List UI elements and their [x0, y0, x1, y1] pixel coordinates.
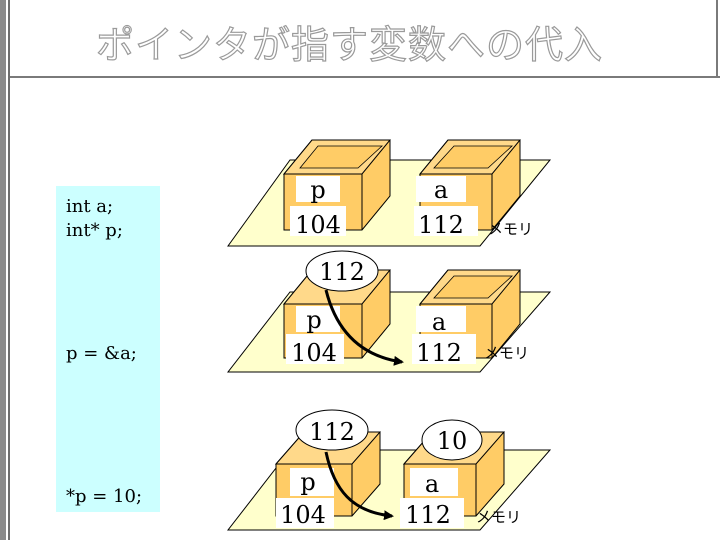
memory-label: メモリ — [484, 344, 529, 362]
address-p: 104 — [295, 211, 341, 239]
var-name-p: p — [300, 468, 315, 496]
var-name-p: p — [310, 176, 325, 204]
pointer-value-bubble — [295, 409, 369, 451]
memory-row-3: 112 10 p 104 a 112 メモリ — [226, 409, 552, 531]
pointer-value-bubble — [305, 250, 379, 292]
pointer-value: 112 — [309, 418, 355, 446]
var-name-a: a — [434, 176, 448, 204]
code-assign-through-pointer: *p = 10; — [66, 486, 143, 507]
slide-frame-left — [0, 0, 6, 540]
var-name-p: p — [306, 306, 321, 334]
assigned-value: 10 — [437, 427, 468, 455]
code-declare-a: int a; — [66, 196, 114, 217]
address-a: 112 — [416, 339, 462, 367]
address-p: 104 — [291, 339, 337, 367]
memory-row-1: p 104 a 112 メモリ — [227, 139, 552, 247]
pointer-arrow — [324, 451, 394, 521]
slide-title: ポインタが指す変数への代入 — [95, 22, 604, 67]
assigned-value-bubble — [421, 419, 483, 461]
address-p: 104 — [280, 501, 326, 529]
title-right-divider — [716, 0, 718, 78]
title-divider — [10, 76, 720, 78]
code-declare-p: int* p; — [66, 220, 123, 241]
memory-label: メモリ — [488, 220, 533, 238]
code-assign-address: p = &a; — [66, 343, 137, 364]
memory-label: メモリ — [476, 508, 521, 526]
address-a: 112 — [405, 501, 451, 529]
memory-row-2: 112 p 104 a 112 メモリ — [226, 250, 552, 373]
pointer-arrow — [324, 289, 404, 366]
var-name-a: a — [432, 308, 446, 336]
pointer-value: 112 — [319, 258, 365, 286]
var-name-a: a — [425, 470, 439, 498]
slide-frame-inner — [8, 0, 10, 540]
code-panel — [56, 186, 160, 512]
address-a: 112 — [418, 211, 464, 239]
